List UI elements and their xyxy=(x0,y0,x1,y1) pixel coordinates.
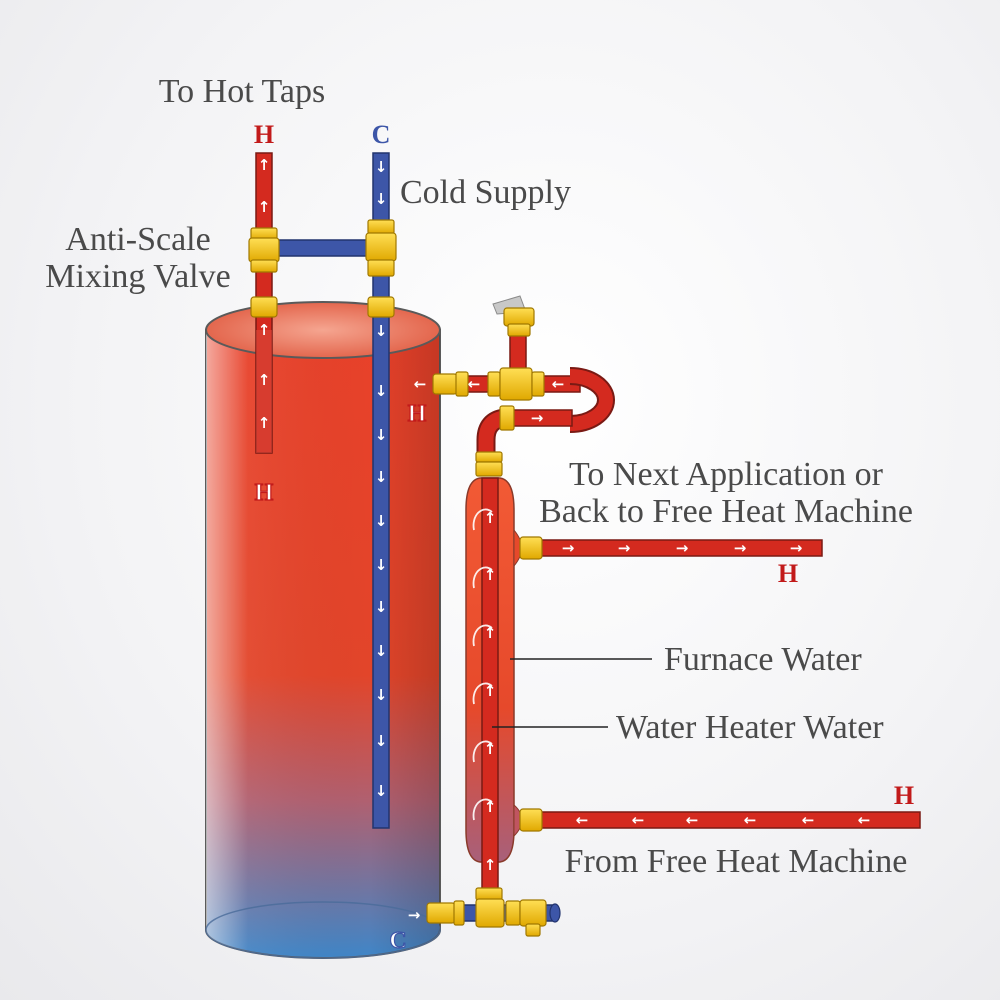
exchanger-flow-up-arrow: ↑ xyxy=(484,624,497,642)
from-free-heat-flow-left-arrow: ← xyxy=(858,811,871,829)
anti-scale-label: Anti-Scale xyxy=(65,221,210,258)
mixing-valve-label: Mixing Valve xyxy=(45,258,230,295)
cold-flow-down-arrow: ↓ xyxy=(375,158,388,176)
top-outlet-flow-left-arrow: ← xyxy=(468,375,481,393)
tank-top-outlet-letter: H xyxy=(408,401,427,427)
hot-flow-up-arrow: ↑ xyxy=(258,156,271,174)
drain-valve-handle xyxy=(549,903,561,923)
cold-flow-down-arrow: ↓ xyxy=(375,686,388,704)
back-to-free-heat-label: Back to Free Heat Machine xyxy=(539,493,913,530)
to-hot-taps-label: To Hot Taps xyxy=(159,73,326,110)
exchanger-flow-up-arrow: ↑ xyxy=(484,566,497,584)
cold-flow-down-arrow: ↓ xyxy=(375,642,388,660)
mixing-bypass-pipe xyxy=(269,239,376,257)
exchanger-flow-up-arrow: ↑ xyxy=(484,798,497,816)
from-free-heat-flow-left-arrow: ← xyxy=(744,811,757,829)
tank-dip-tube-letter: H xyxy=(255,480,274,506)
top-outlet-flow-left-arrow: ← xyxy=(552,375,565,393)
cold-supply-label: Cold Supply xyxy=(400,174,571,211)
cold-flow-down-arrow: ↓ xyxy=(375,512,388,530)
cold-flow-down-arrow: ↓ xyxy=(375,598,388,616)
from-free-heat-flow-left-arrow: ← xyxy=(632,811,645,829)
next-app-flow-right-arrow: → xyxy=(618,539,631,557)
cold-flow-down-arrow: ↓ xyxy=(375,382,388,400)
exchanger-flow-up-arrow: ↑ xyxy=(484,856,497,874)
cold-flow-down-arrow: ↓ xyxy=(375,426,388,444)
hot-flow-up-arrow: ↑ xyxy=(258,321,271,339)
flow-arrows: ↑ ↑ ↑ ↑ ↑ ↓ ↓ ↓ ↓ ↓ ↓ ↓ ↓ ↓ ↓ ↓ ↓ ↓ ↑ ↑ ↑ ↑ ↑ ↑ ↑ → → → → → ← ← ← ← ← ← ← ← → ←… xyxy=(258,156,871,924)
bottom-inlet-fittings xyxy=(426,887,547,937)
from-free-heat-letter: H xyxy=(894,781,914,810)
cold-flow-down-arrow: ↓ xyxy=(375,322,388,340)
cold-flow-down-arrow: ↓ xyxy=(375,732,388,750)
next-app-flow-right-arrow: → xyxy=(562,539,575,557)
hot-flow-up-arrow: ↑ xyxy=(258,198,271,216)
from-free-heat-flow-left-arrow: ← xyxy=(802,811,815,829)
top-outlet-fittings xyxy=(432,367,545,477)
anti-scale-mixing-valve xyxy=(248,219,397,318)
next-app-flow-right-arrow: → xyxy=(734,539,747,557)
cold-flow-down-arrow: ↓ xyxy=(375,556,388,574)
furnace-water-label: Furnace Water xyxy=(664,641,862,678)
exchanger-flow-up-arrow: ↑ xyxy=(484,682,497,700)
cold-supply-letter: C xyxy=(372,120,391,149)
cold-supply-pipe xyxy=(372,152,390,829)
cold-flow-down-arrow: ↓ xyxy=(375,190,388,208)
from-free-heat-flow-left-arrow: ← xyxy=(686,811,699,829)
exchanger-flow-up-arrow: ↑ xyxy=(484,509,497,527)
top-loop-flow-right-arrow: → xyxy=(531,409,544,427)
heat-exchanger xyxy=(465,477,523,899)
hot-flow-up-arrow: ↑ xyxy=(258,414,271,432)
next-app-letter: H xyxy=(778,559,798,588)
tank-inlet-flow-right-arrow: → xyxy=(408,906,421,924)
water-heater-tank xyxy=(205,301,441,959)
hot-flow-up-arrow: ↑ xyxy=(258,371,271,389)
from-free-heat-flow-left-arrow: ← xyxy=(576,811,589,829)
tank-bottom-inlet-letter: C xyxy=(389,928,406,954)
relief-valve xyxy=(492,295,535,337)
exchanger-flow-arcs xyxy=(472,508,493,821)
hot-tap-letter: H xyxy=(254,120,274,149)
water-heater-water-label: Water Heater Water xyxy=(616,709,884,746)
cold-flow-down-arrow: ↓ xyxy=(375,782,388,800)
side-pipe-fittings xyxy=(519,536,543,832)
next-app-flow-right-arrow: → xyxy=(790,539,803,557)
from-free-heat-label: From Free Heat Machine xyxy=(565,843,908,880)
next-app-flow-right-arrow: → xyxy=(676,539,689,557)
cold-flow-down-arrow: ↓ xyxy=(375,468,388,486)
tank-outlet-flow-left-arrow: ← xyxy=(414,375,427,393)
next-application-label: To Next Application or xyxy=(569,456,884,493)
exchanger-flow-up-arrow: ↑ xyxy=(484,740,497,758)
